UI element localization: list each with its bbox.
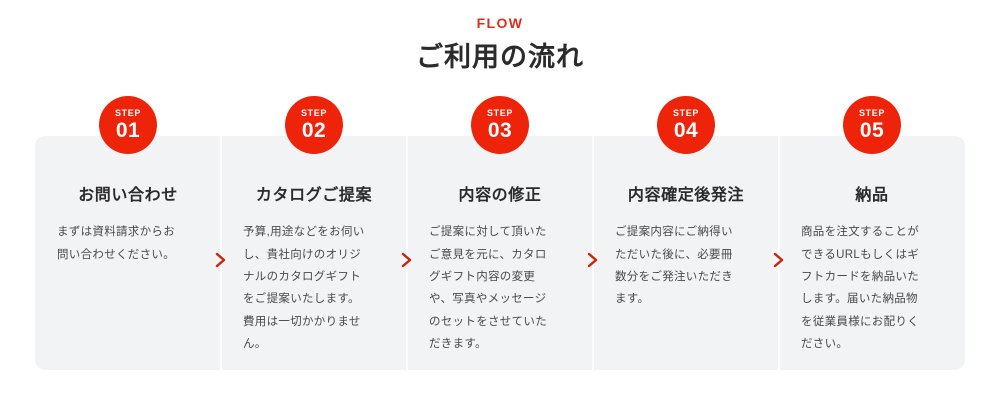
flow-steps-row: STEP 01 お問い合わせ まずは資料請求からお問い合わせください。 STEP… xyxy=(35,96,965,370)
step-badge-number: 04 xyxy=(673,119,699,142)
step-badge-04: STEP 04 xyxy=(657,96,715,154)
step-badge-02: STEP 02 xyxy=(285,96,343,154)
section-title: ご利用の流れ xyxy=(416,42,584,72)
flow-step-description: ご提案内容にご納得いただいた後に、必要冊数分をご発注いただきます。 xyxy=(615,226,733,306)
flow-step-title: 納品 xyxy=(855,187,889,204)
step-badge-label: STEP xyxy=(859,108,885,118)
section-header: FLOW ご利用の流れ xyxy=(0,0,1000,71)
step-badge-01: STEP 01 xyxy=(99,96,157,154)
flow-step-card-03: STEP 03 内容の修正 ご提案に対して頂いたご意見を元に、カタログギフト内容… xyxy=(406,96,598,370)
flow-step-card-01: STEP 01 お問い合わせ まずは資料請求からお問い合わせください。 xyxy=(35,96,226,370)
flow-step-title: 内容確定後発注 xyxy=(627,187,745,204)
flow-step-description: 商品を注文することができるURLもしくはギフトカードを納品いたします。届いた納品… xyxy=(801,226,920,351)
step-badge-label: STEP xyxy=(673,108,699,118)
section-eyebrow: FLOW xyxy=(476,15,524,31)
flow-step-card-05: STEP 05 納品 商品を注文することができるURLもしくはギフトカードを納品… xyxy=(778,96,965,370)
step-badge-03: STEP 03 xyxy=(471,96,529,154)
flow-step-title: カタログご提案 xyxy=(255,187,373,204)
chevron-right-icon xyxy=(214,252,228,268)
flow-step-card-04: STEP 04 内容確定後発注 ご提案内容にご納得いただいた後に、必要冊数分をご… xyxy=(592,96,784,370)
step-badge-number: 03 xyxy=(487,119,513,142)
step-badge-number: 02 xyxy=(301,119,327,142)
flow-step-description: まずは資料請求からお問い合わせください。 xyxy=(57,226,175,261)
step-badge-label: STEP xyxy=(301,108,327,118)
step-badge-number: 01 xyxy=(115,119,141,142)
flow-step-description: 予算,用途などをお伺いし、貴社向けのオリジナルのカタログギフトをご提案いたします… xyxy=(243,226,365,351)
flow-step-title: 内容の修正 xyxy=(458,187,542,204)
step-badge-05: STEP 05 xyxy=(843,96,901,154)
chevron-right-icon xyxy=(586,252,600,268)
flow-step-card-02: STEP 02 カタログご提案 予算,用途などをお伺いし、貴社向けのオリジナルの… xyxy=(220,96,412,370)
step-badge-label: STEP xyxy=(115,108,141,118)
flow-step-title: お問い合わせ xyxy=(78,187,178,204)
chevron-right-icon xyxy=(772,252,786,268)
chevron-right-icon xyxy=(400,252,414,268)
step-badge-label: STEP xyxy=(487,108,513,118)
step-badge-number: 05 xyxy=(859,119,885,142)
flow-step-description: ご提案に対して頂いたご意見を元に、カタログギフト内容の変更や、写真やメッセージの… xyxy=(429,226,547,351)
flow-steps-container: STEP 01 お問い合わせ まずは資料請求からお問い合わせください。 STEP… xyxy=(35,96,965,370)
